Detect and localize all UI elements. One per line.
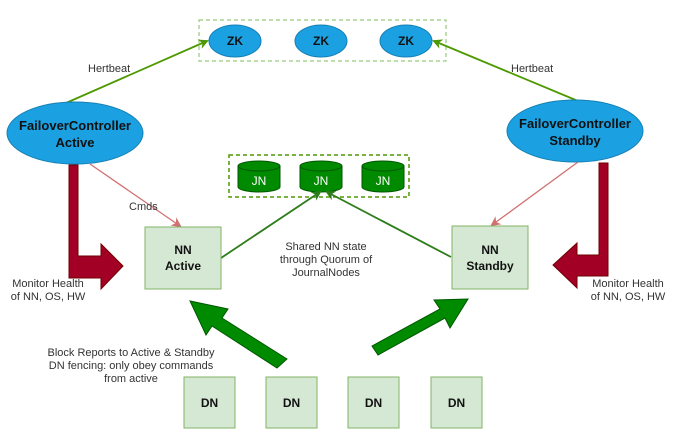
zk-node-label: ZK <box>313 34 329 48</box>
datanode-label: DN <box>201 396 218 410</box>
nn-active-role: Active <box>165 259 201 273</box>
zk-node-2: ZK <box>294 24 348 58</box>
jn-node-label: JN <box>376 174 391 188</box>
heartbeat-standby-edge <box>432 39 579 102</box>
nn-active-title: NN <box>174 243 191 257</box>
heartbeat-left-label: Hertbeat <box>88 63 130 75</box>
failover-standby-title: FailoverController <box>519 116 631 131</box>
monitor-left-line1: Monitor Health <box>12 278 84 290</box>
datanode-1: DN <box>183 376 236 429</box>
block-report-standby-arrow <box>371 298 469 356</box>
datanode-2: DN <box>265 376 318 429</box>
datanode-3: DN <box>347 376 400 429</box>
cmds-standby-edge <box>490 161 579 227</box>
shared-state-label-line2: through Quorum of <box>280 254 373 266</box>
monitor-health-active-arrow <box>68 164 124 291</box>
namenode-standby: NN Standby <box>451 225 529 290</box>
failover-controller-active: FailoverController Active <box>6 101 144 165</box>
failover-active-title: FailoverController <box>19 118 131 133</box>
zk-node-3: ZK <box>379 24 433 58</box>
zk-node-label: ZK <box>398 34 414 48</box>
heartbeat-active-edge <box>65 39 209 104</box>
block-reports-line2: DN fencing: only obey commands <box>49 360 214 372</box>
datanode-label: DN <box>365 396 382 410</box>
jn-node-1: JN <box>237 160 281 193</box>
datanode-label: DN <box>283 396 300 410</box>
monitor-health-standby-arrow <box>552 162 609 290</box>
shared-state-label-line1: Shared NN state <box>285 241 366 253</box>
jn-node-label: JN <box>252 174 267 188</box>
shared-state-active-edge <box>220 190 322 259</box>
failover-standby-role: Standby <box>549 133 601 148</box>
block-report-active-arrow <box>189 300 288 369</box>
datanode-label: DN <box>448 396 465 410</box>
jn-node-label: JN <box>314 174 329 188</box>
cmds-label: Cmds <box>129 201 158 213</box>
zk-node-label: ZK <box>227 34 243 48</box>
heartbeat-right-label: Hertbeat <box>511 63 553 75</box>
namenode-active: NN Active <box>144 226 222 290</box>
datanode-4: DN <box>430 376 483 429</box>
failover-controller-standby: FailoverController Standby <box>506 99 644 163</box>
nn-standby-title: NN <box>481 243 498 257</box>
monitor-right-line2: of NN, OS, HW <box>591 291 666 303</box>
failover-active-role: Active <box>55 135 94 150</box>
nn-standby-role: Standby <box>466 259 514 273</box>
block-reports-line3: from active <box>104 373 158 385</box>
monitor-right-line1: Monitor Health <box>592 278 664 290</box>
jn-node-2: JN <box>299 160 343 193</box>
shared-state-standby-edge <box>325 191 452 258</box>
shared-state-label-line3: JournalNodes <box>292 267 360 279</box>
monitor-left-line2: of NN, OS, HW <box>11 291 86 303</box>
jn-node-3: JN <box>361 160 405 193</box>
zk-node-1: ZK <box>208 24 262 58</box>
block-reports-line1: Block Reports to Active & Standby <box>48 347 215 359</box>
cmds-active-edge <box>89 163 182 228</box>
